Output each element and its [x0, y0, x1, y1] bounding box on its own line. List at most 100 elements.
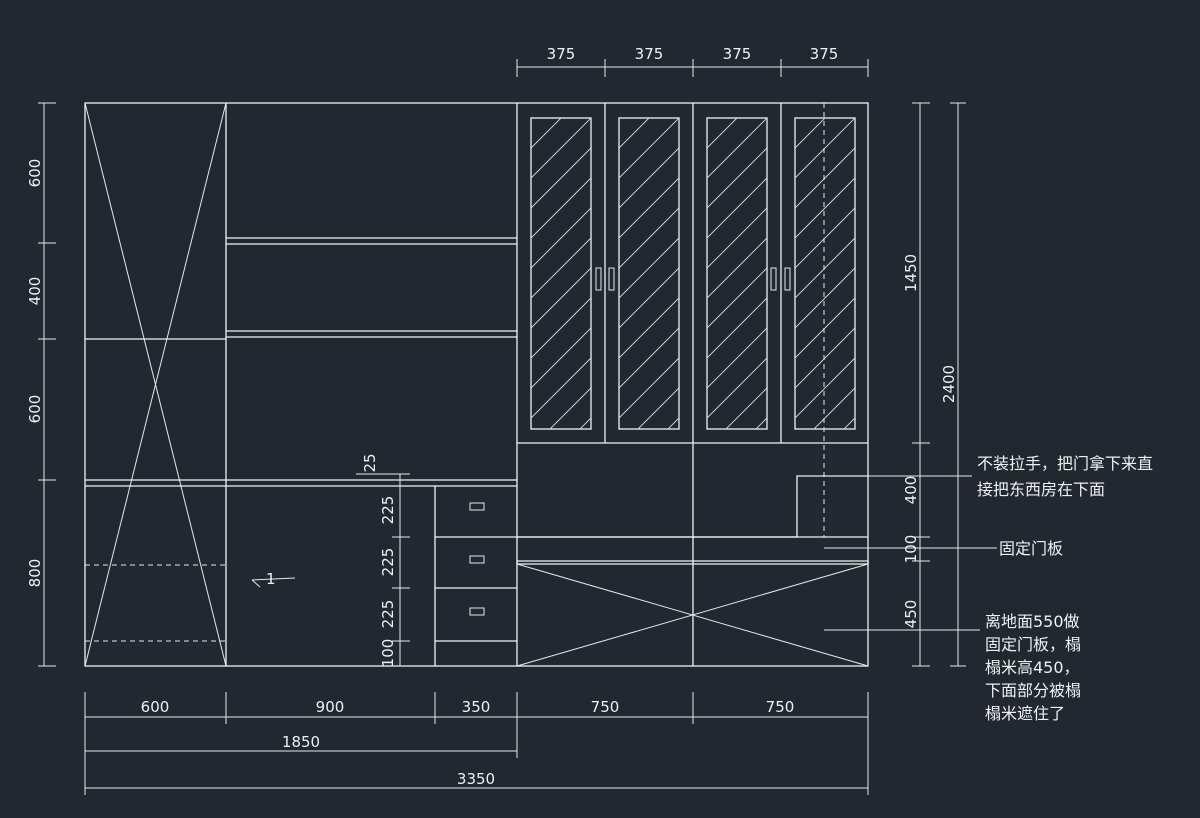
glass-hatch-line	[549, 387, 591, 429]
glass-hatch-line	[707, 267, 767, 329]
glass-hatch-line	[619, 478, 679, 538]
bottom-dimension: 750	[591, 698, 620, 716]
note-line: 接把东西房在下面	[977, 480, 1105, 499]
bottom-dimension-total: 3350	[457, 770, 495, 788]
top-dimension-labels: 375 375 375 375	[547, 45, 839, 63]
glass-hatch-line	[619, 267, 679, 329]
right-dimension-labels: 1450 400 100 450 2400	[902, 254, 958, 628]
cabinet-frame	[84, 102, 869, 667]
note-line: 离地面550做	[985, 612, 1080, 631]
leader-lines	[797, 475, 997, 631]
glass-hatch-line	[531, 118, 562, 149]
glass-hatch-line	[795, 118, 855, 179]
glass-hatch-line	[725, 387, 767, 429]
glass-hatch-line	[707, 357, 767, 419]
right-dimension: 400	[902, 476, 920, 505]
glass-hatch-line	[707, 237, 767, 299]
bottom-dimension-total-left: 1850	[282, 733, 320, 751]
glass-panel	[794, 117, 856, 430]
glass-hatch-line	[667, 417, 679, 429]
note-line: 榻米遮住了	[985, 704, 1065, 723]
note-line: 下面部分被榻	[985, 681, 1081, 700]
bottom-dimension: 900	[316, 698, 345, 716]
shelf-marker-label: 1	[266, 570, 276, 588]
glass-panel	[706, 117, 768, 430]
middle-shelves	[226, 237, 517, 666]
drawer-handle	[469, 555, 485, 564]
glass-hatch-line	[843, 417, 855, 429]
glass-hatch-line	[795, 478, 855, 538]
glass-hatch-line	[619, 118, 650, 149]
annotation-tatami: 离地面550做 固定门板，榻 榻米高450， 下面部分被榻 榻米遮住了	[985, 612, 1081, 723]
right-dimension: 100	[902, 535, 920, 564]
drawer-dimension: 225	[379, 496, 397, 525]
bottom-dimension: 750	[766, 698, 795, 716]
glass-hatch-line	[707, 297, 767, 359]
right-dimension-total: 2400	[940, 365, 958, 403]
note-line: 榻米高450，	[985, 658, 1080, 677]
glass-hatch-line	[707, 118, 738, 149]
top-dimension: 375	[810, 45, 839, 63]
glass-hatch-line	[531, 357, 591, 419]
top-dimension: 375	[635, 45, 664, 63]
left-dimension-labels: 600 400 600 800	[26, 159, 44, 588]
bottom-dimension: 350	[462, 698, 491, 716]
bottom-dimension-labels: 600 900 350 750 750 1850 3350	[141, 698, 795, 788]
glass-hatch-line	[531, 297, 591, 359]
door-handle	[784, 267, 791, 291]
shelf-marker: 1	[251, 570, 296, 588]
drawer-dimension-labels: 25 225 225 225 100	[361, 453, 397, 667]
glass-hatch-line	[619, 237, 679, 299]
glass-hatch-line	[795, 177, 855, 239]
glass-hatch-line	[795, 118, 826, 149]
glass-hatch-line	[795, 237, 855, 299]
dimension-lines	[38, 59, 966, 795]
glass-hatch-line	[531, 267, 591, 329]
glass-hatch-line	[707, 147, 767, 209]
glass-hatch-line	[619, 147, 679, 209]
note-line: 不装拉手，把门拿下来直	[977, 454, 1153, 473]
glass-hatch-line	[531, 327, 591, 389]
glass-hatch-line	[619, 297, 679, 359]
glass-hatch-line	[795, 448, 855, 508]
glass-hatch-line	[707, 448, 767, 508]
drawer-dimension: 225	[379, 600, 397, 629]
drawer-dimension: 25	[361, 453, 379, 472]
glass-door-cabinet	[517, 103, 868, 666]
drawer-dimension: 100	[379, 639, 397, 668]
glass-hatch-line	[531, 177, 591, 239]
door-handle	[770, 267, 777, 291]
door-handle	[608, 267, 615, 291]
annotation-fixed-panel: 固定门板	[999, 539, 1063, 558]
glass-hatch-line	[707, 207, 767, 269]
glass-hatch-line	[531, 237, 591, 299]
glass-hatch-line	[707, 478, 767, 538]
glass-hatch-line	[755, 417, 767, 429]
left-dimension: 600	[26, 159, 44, 188]
right-dimension: 1450	[902, 254, 920, 292]
note-line: 固定门板，榻	[985, 635, 1081, 654]
glass-hatch-line	[531, 207, 591, 269]
glass-hatch-line	[619, 448, 679, 508]
note-line: 固定门板	[999, 539, 1063, 558]
drawer-dimension: 225	[379, 548, 397, 577]
glass-hatch-line	[579, 417, 591, 429]
glass-hatch-line	[531, 448, 591, 508]
left-dimension: 800	[26, 559, 44, 588]
glass-hatch-line	[795, 297, 855, 359]
left-dimension: 600	[26, 395, 44, 424]
glass-hatch-line	[637, 387, 679, 429]
glass-hatch-line	[619, 207, 679, 269]
glass-panel	[530, 117, 592, 430]
glass-hatch-line	[707, 177, 767, 239]
glass-hatch-line	[531, 147, 591, 209]
glass-hatch-line	[619, 327, 679, 389]
glass-hatch-line	[795, 357, 855, 419]
bottom-dimension: 600	[141, 698, 170, 716]
glass-hatch-line	[619, 357, 679, 419]
drawer-stack	[435, 502, 517, 642]
lower-right-section	[516, 475, 869, 667]
left-dimension: 400	[26, 277, 44, 306]
